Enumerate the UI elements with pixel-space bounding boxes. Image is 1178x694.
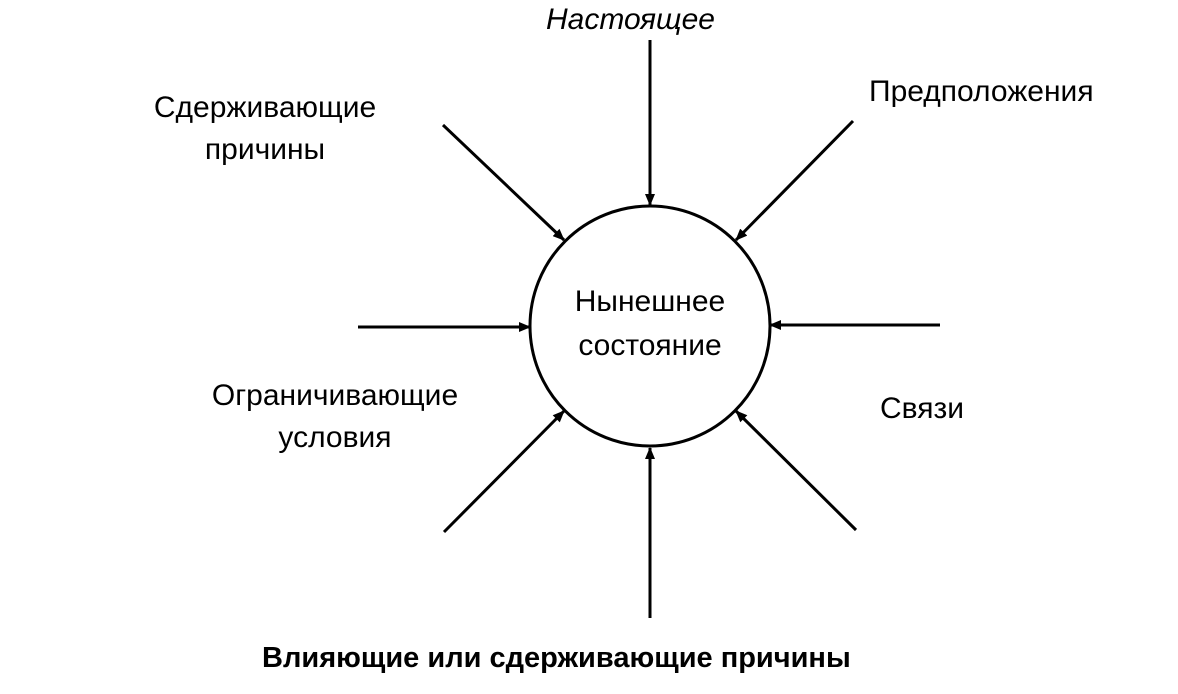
center-label-line1: Нынешнее	[574, 285, 726, 318]
label-top-left: Сдерживающие причины	[120, 88, 410, 170]
label-left-line2: условия	[278, 421, 392, 454]
label-top-right: Предположения	[869, 75, 1094, 108]
arrow-bottom-right	[734, 409, 858, 532]
arrow-top-right	[734, 119, 855, 242]
label-top-left-line1: Сдерживающие	[153, 91, 377, 124]
arrow-bottom-left	[442, 409, 566, 534]
label-left-line1: Ограничивающие	[211, 379, 459, 412]
diagram-caption: Влияющие или сдерживающие причины	[262, 642, 851, 674]
center-label: Нынешнее состояние	[530, 282, 770, 366]
label-top: Настоящее	[546, 3, 715, 36]
label-left: Ограничивающие условия	[180, 376, 490, 458]
label-right: Связи	[880, 392, 965, 425]
center-label-line2: состояние	[578, 329, 722, 362]
label-top-left-line2: причины	[204, 133, 326, 166]
arrow-top-left	[441, 123, 566, 242]
